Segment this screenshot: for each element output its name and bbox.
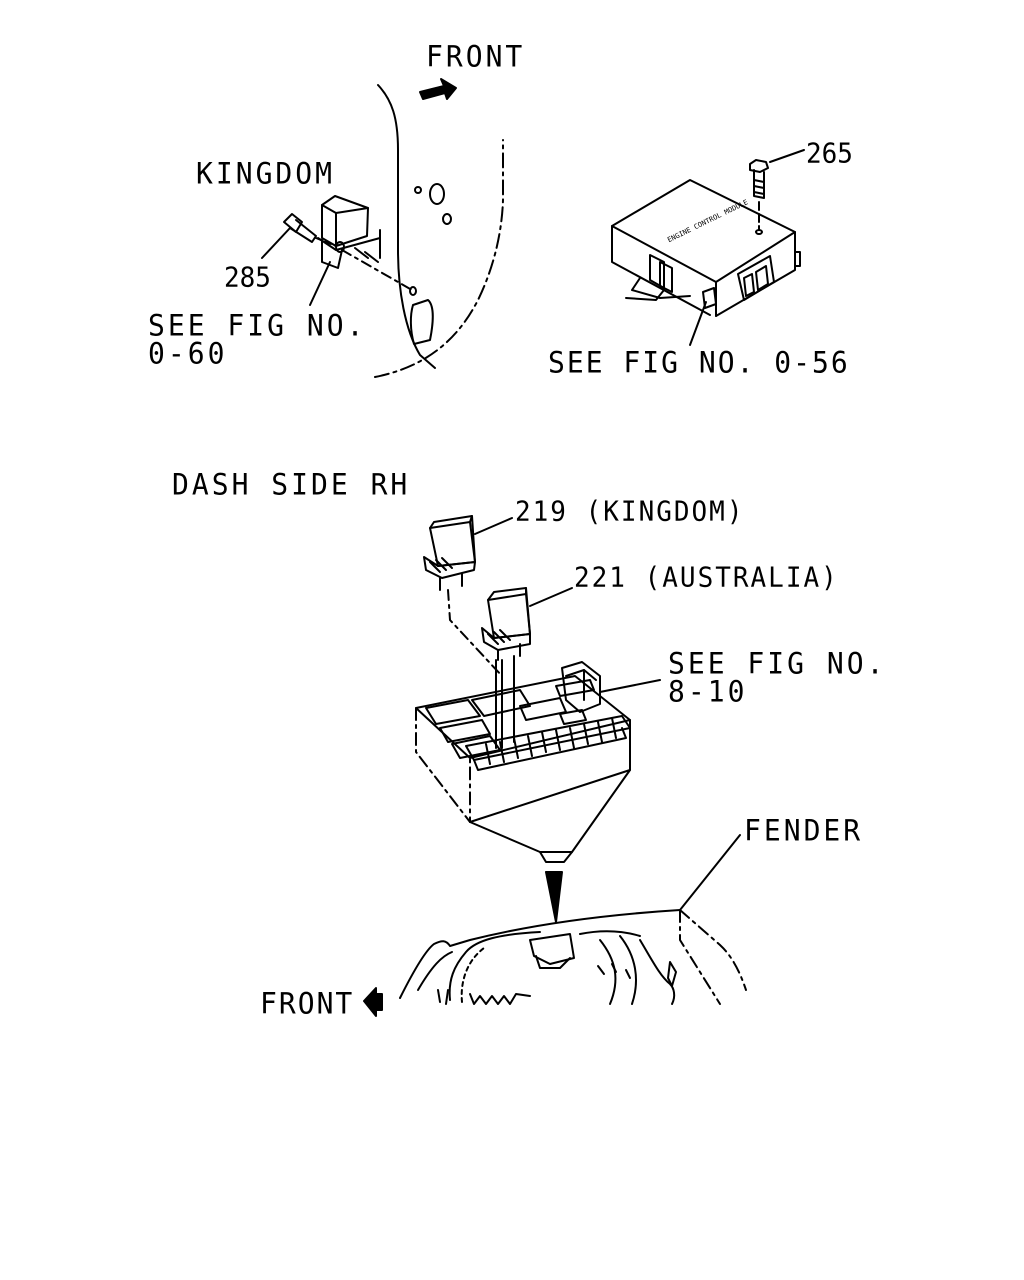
- kingdom-label: KINGDOM: [196, 156, 336, 191]
- dash-side-rh-label: DASH SIDE RH: [172, 467, 411, 502]
- see-fig-060-line1: SEE FIG NO.: [148, 308, 367, 343]
- relay-219: [424, 516, 512, 676]
- leader-see-fig-060: [310, 262, 330, 305]
- part-number-265: 265: [806, 138, 853, 170]
- fender-label: FENDER: [744, 813, 864, 848]
- control-unit-box: ENGINE CONTROL MODULE: [612, 180, 800, 345]
- svg-text:ENGINE CONTROL MODULE: ENGINE CONTROL MODULE: [666, 198, 749, 244]
- bolt-285: [262, 214, 336, 258]
- down-arrow-icon: [546, 872, 562, 922]
- front-label-bottom: FRONT: [260, 986, 355, 1021]
- relay-guide-lines: [496, 656, 514, 748]
- fuse-relay-block: [416, 662, 660, 862]
- see-fig-810-line2: 8-10: [668, 674, 748, 709]
- see-fig-056-label: SEE FIG NO. 0-56: [548, 345, 850, 380]
- dash-panel-outline: [375, 85, 503, 377]
- relay-221: [482, 588, 572, 660]
- front-arrow-bottom-icon: [364, 988, 382, 1016]
- part-number-285: 285: [224, 262, 271, 294]
- bolt-265: [750, 150, 804, 234]
- part-number-221-label: 221 (AUSTRALIA): [574, 562, 839, 594]
- see-fig-060-line2: 0-60: [148, 336, 228, 371]
- part-number-219-label: 219 (KINGDOM): [515, 496, 745, 528]
- engine-bay-fender: [400, 835, 746, 1004]
- see-fig-810-line1: SEE FIG NO.: [668, 646, 887, 681]
- front-arrow-top-icon: [420, 79, 456, 99]
- front-label-top: FRONT: [426, 39, 526, 74]
